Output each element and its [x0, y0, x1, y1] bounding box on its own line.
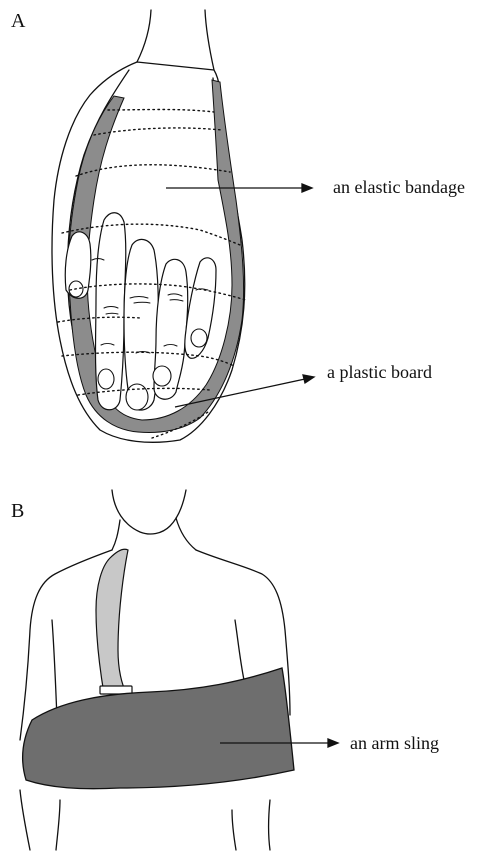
- arm-sling: [23, 668, 294, 789]
- torso-left-lower: [20, 790, 30, 850]
- arrowhead-board: [303, 375, 314, 383]
- hand-bandage-illustration: [0, 0, 499, 470]
- neck-right: [176, 518, 196, 550]
- forearm-outline-right: [205, 10, 214, 70]
- arrowhead-elastic: [302, 184, 312, 192]
- nail-ring: [153, 366, 171, 386]
- nail-little: [191, 329, 207, 347]
- nail-index: [98, 369, 114, 389]
- arm-right-inner: [235, 620, 244, 680]
- plastic-board-label: a plastic board: [327, 362, 432, 383]
- panel-a-letter: A: [11, 10, 25, 33]
- arrowhead-sling: [328, 739, 338, 747]
- torso-right-lower: [269, 800, 271, 850]
- panel-a: A an elastic bandage a plastic board: [0, 0, 499, 470]
- neck-left: [112, 520, 120, 550]
- waist-line: [232, 810, 236, 850]
- elastic-bandage-label: an elastic bandage: [333, 177, 465, 198]
- arrow-plastic-board: [175, 379, 305, 407]
- chin-outline: [112, 490, 186, 534]
- torso-mid-lower: [56, 800, 60, 850]
- forearm-outline: [137, 10, 151, 62]
- arm-sling-label: an arm sling: [350, 733, 439, 754]
- sling-strap: [96, 549, 128, 694]
- nail-middle: [126, 384, 148, 410]
- panel-b: B an arm sling: [0, 470, 499, 865]
- arm-sling-illustration: [0, 470, 499, 865]
- panel-b-letter: B: [11, 500, 24, 523]
